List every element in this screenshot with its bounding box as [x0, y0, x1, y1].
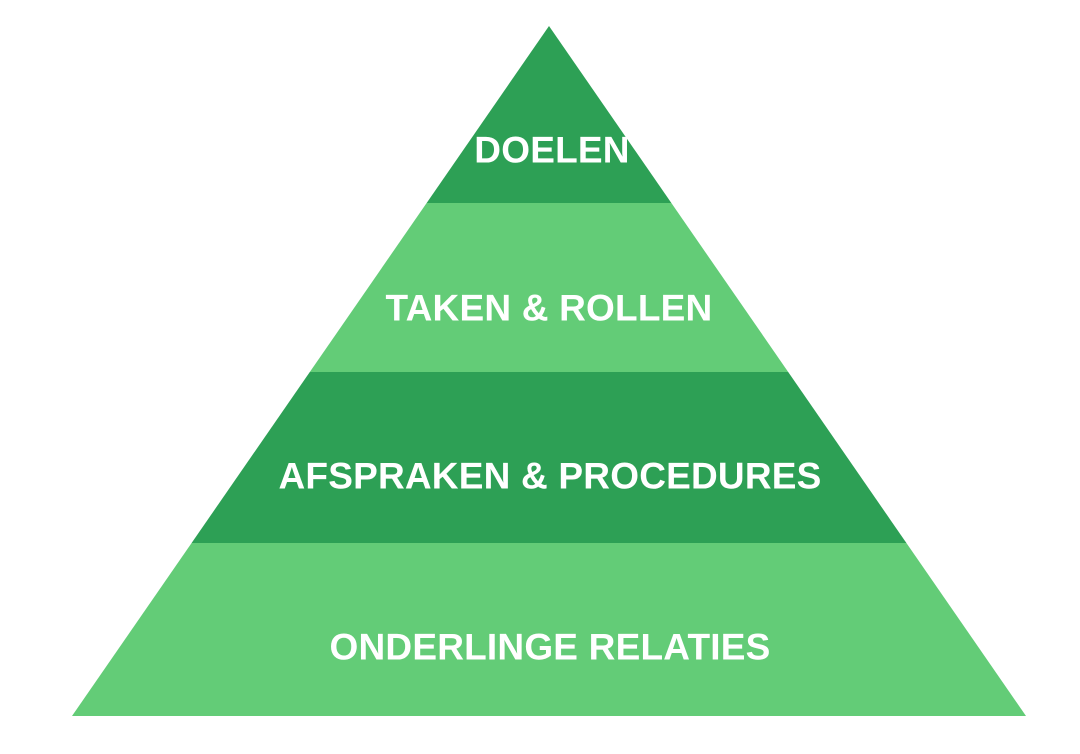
pyramid-tier-3-shape[interactable]: [191, 372, 907, 543]
pyramid-tier-1-shape[interactable]: [426, 26, 672, 203]
pyramid-tier-4-shape[interactable]: [72, 543, 1026, 716]
pyramid-tier-2-shape[interactable]: [309, 203, 789, 372]
